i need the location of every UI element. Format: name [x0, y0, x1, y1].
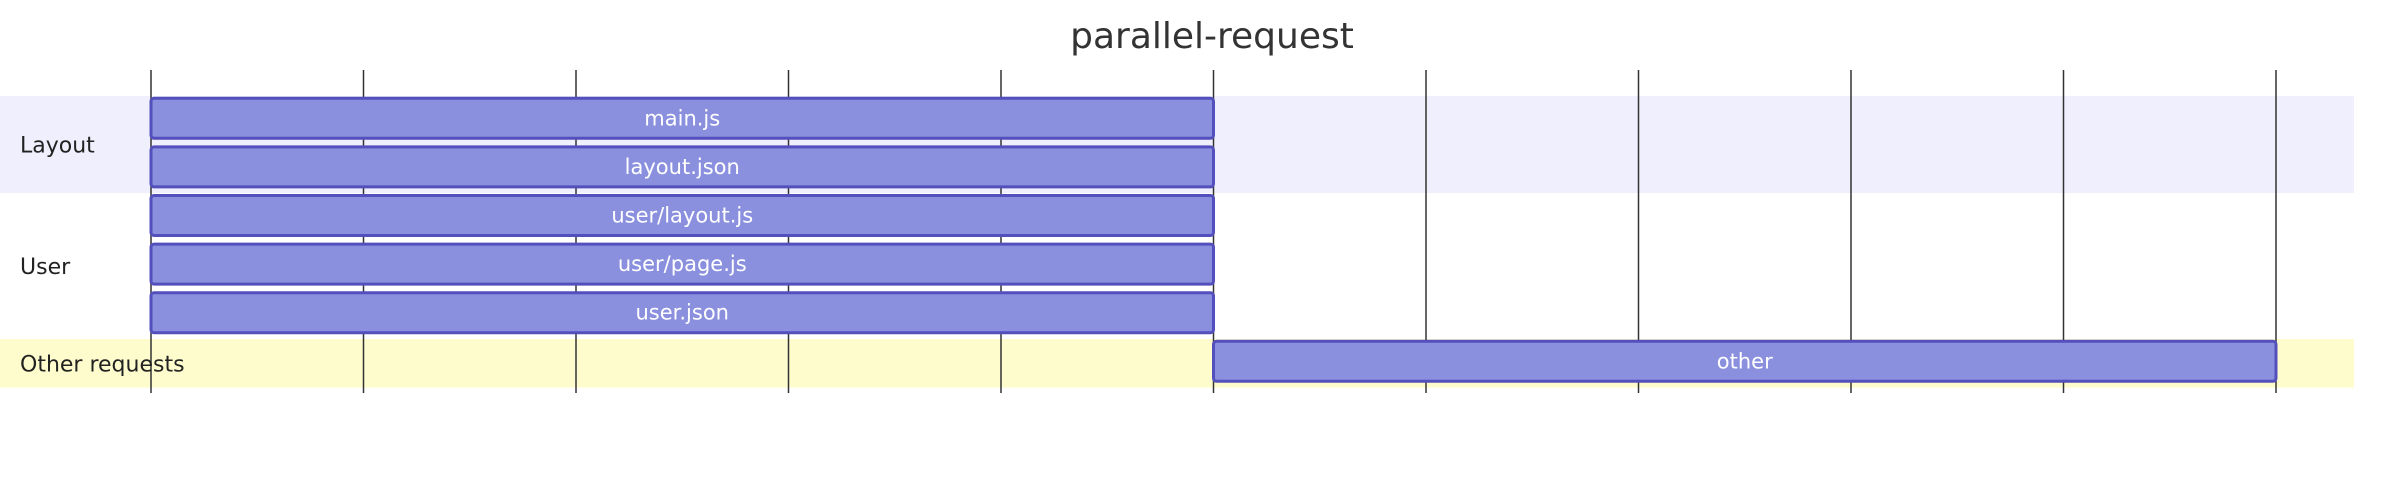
task-bar-0[interactable] — [149, 96, 1215, 140]
section-label-1: User — [20, 255, 71, 280]
task-bar-2[interactable] — [149, 194, 1215, 237]
task-bar-3[interactable] — [149, 242, 1215, 286]
task-bar-4[interactable] — [149, 291, 1215, 335]
task-label-4: user.json — [636, 301, 730, 325]
task-label-1: layout.json — [625, 155, 740, 179]
task-label-2: user/layout.js — [611, 204, 753, 228]
task-label-5: other — [1717, 349, 1773, 373]
task-bar-5[interactable] — [1212, 339, 2278, 383]
task-bar-1[interactable] — [149, 145, 1215, 189]
task-label-3: user/page.js — [618, 252, 747, 276]
chart-title: parallel-request — [1070, 16, 1354, 57]
task-bars: main.js layout.json user/layout.js user/pag… — [149, 96, 2278, 383]
task-label-0: main.js — [644, 106, 720, 130]
section-label-0: Layout — [20, 134, 95, 159]
section-label-2: Other requests — [20, 352, 185, 377]
